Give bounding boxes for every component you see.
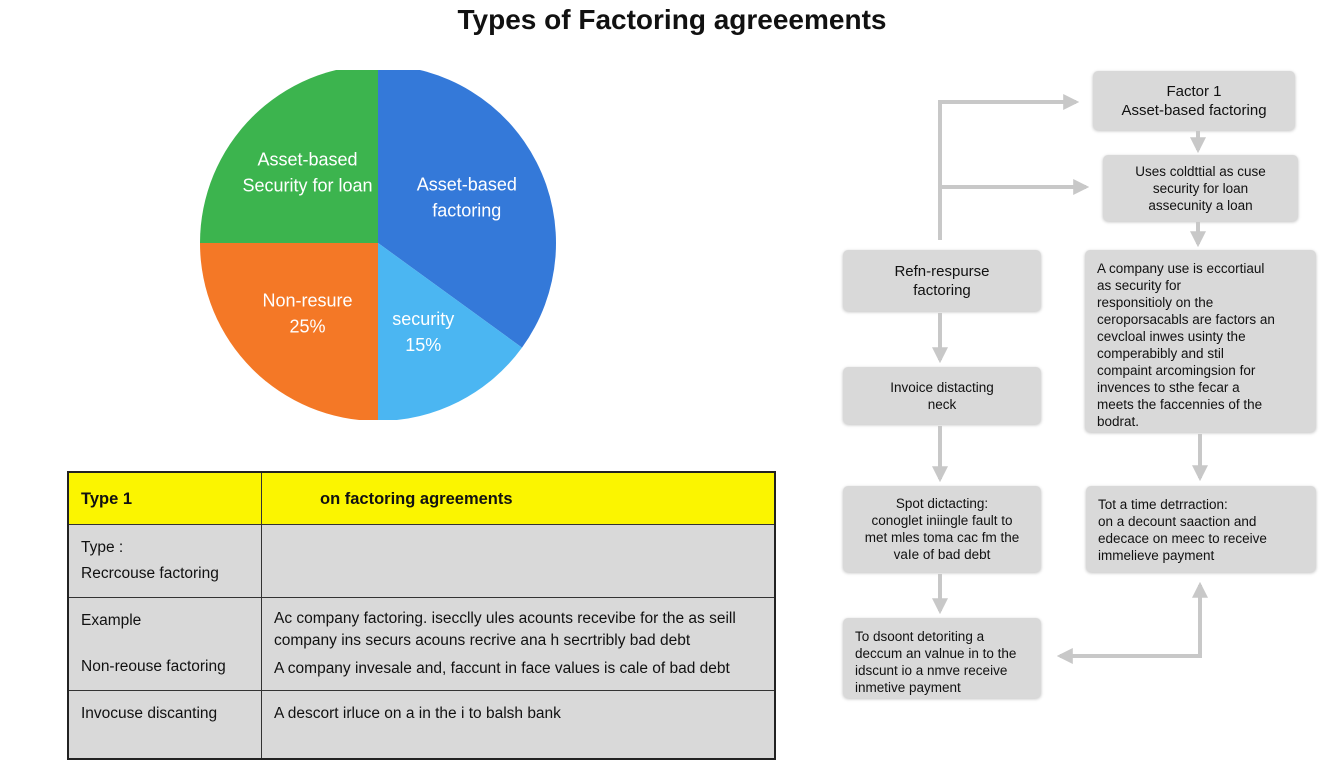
- pie-label-line: Asset-based: [257, 150, 357, 170]
- box-line: Invoice distacting: [890, 379, 994, 395]
- box-line: Refn-respurse: [894, 262, 990, 280]
- connector-trunk-to-factor1: [938, 94, 1080, 240]
- box-line: Spot dictacting:: [895, 496, 989, 511]
- flow-box-spot: Spot dictacting: conoglet iniingle fault…: [843, 486, 1041, 572]
- cell-line: A descort irluce on a in the i to balsh …: [274, 705, 561, 722]
- box-line: comperabibly and stil: [1097, 346, 1224, 361]
- pie-slice: [378, 243, 523, 420]
- connector-time-loop: [1056, 588, 1202, 664]
- factoring-table: Type 1 on factoring agreements Type : Re…: [67, 471, 776, 760]
- flow-box-recourse: Refn-respurse factoring: [843, 250, 1041, 311]
- table-header-cell: on factoring agreements: [261, 471, 776, 525]
- box-line: security for loan: [1152, 180, 1249, 196]
- page-title: Types of Factoring agreeements: [457, 4, 887, 35]
- pie-label-line: security: [392, 309, 454, 329]
- pie-label-line: Asset-based: [417, 175, 517, 195]
- table-cell: Invocuse discanting: [67, 690, 262, 759]
- box-line: conoglet iniingle fault to: [871, 513, 1013, 528]
- table-header-agreements: on factoring agreements: [320, 489, 513, 508]
- box-line: Tot a time detrraction:: [1098, 497, 1228, 512]
- flow-box-factor1: Factor 1 Asset-based factoring: [1093, 71, 1295, 130]
- table-row: Example Non-reouse factoring Ac company …: [67, 597, 776, 691]
- pie-label-line: Security for loan: [242, 176, 372, 196]
- cell-line: A company invesale and, faccunt in face …: [274, 660, 730, 677]
- table-cell: Ac company factoring. isecclly ules acou…: [261, 597, 776, 691]
- pie-chart: Asset-based factoring security 15% Non-resur…: [200, 70, 556, 420]
- box-line: edecace on meec to receive: [1098, 531, 1267, 546]
- cell-line: Example: [81, 612, 142, 629]
- pie-slice: [378, 70, 556, 348]
- table-header-row: Type 1 on factoring agreements: [67, 471, 776, 525]
- cell-line: Ac company factoring. isecclly ules acou…: [274, 610, 736, 627]
- table-row: Invocuse discanting A descort irluce on …: [67, 690, 776, 759]
- box-line: idscunt io a nmve receive: [855, 663, 1008, 678]
- table-cell: Example Non-reouse factoring: [67, 597, 262, 691]
- pie-label-line: factoring: [432, 201, 501, 221]
- box-line: responsitioly on the: [1097, 295, 1214, 310]
- pie-slice: [200, 70, 378, 243]
- pie-slice-label: Non-resure 25%: [262, 290, 352, 336]
- box-line: on a decount saaction and: [1098, 514, 1257, 529]
- box-line: Factor 1: [1166, 82, 1222, 100]
- table-cell: Type : Recrcouse factoring: [67, 524, 262, 598]
- pie-slice-label: Asset-based factoring: [417, 175, 517, 221]
- cell-line: Recrcouse factoring: [81, 565, 219, 582]
- box-line: factoring: [913, 281, 971, 299]
- box-line: inmetive payment: [855, 680, 961, 695]
- flow-box-time: Tot a time detrraction: on a decount saa…: [1086, 486, 1316, 572]
- box-line: ceroporsacabls are factors an: [1097, 312, 1275, 327]
- box-line: vaIe of bad debt: [893, 547, 991, 562]
- box-line: assecunity a loan: [1148, 197, 1253, 213]
- box-line: A company use is eccortiaul: [1097, 261, 1265, 276]
- box-line: deccum an valnue in to the: [855, 646, 1017, 661]
- pie-slice: [200, 243, 378, 420]
- pie-slice-label: security 15%: [392, 309, 454, 355]
- pie-label-line: 15%: [405, 335, 441, 355]
- table-cell: A descort irluce on a in the i to balsh …: [261, 690, 776, 759]
- cell-line: Invocuse discanting: [81, 705, 218, 722]
- box-line: immelieve payment: [1098, 548, 1215, 563]
- table-header-cell: Type 1: [67, 471, 262, 525]
- box-line: cevcloal inwes usinty the: [1097, 329, 1246, 344]
- table-cell: [261, 524, 776, 598]
- box-line: as security for: [1097, 278, 1182, 293]
- cell-line: company ins securs acouns recrive ana h …: [274, 632, 691, 649]
- pie-label-line: Non-resure: [262, 290, 352, 310]
- box-line: neck: [927, 396, 957, 412]
- cell-spacer: [81, 634, 249, 654]
- flow-box-uses: Uses coldttial as cuse security for loan…: [1103, 155, 1298, 221]
- cell-line: Type :: [81, 539, 124, 556]
- box-line: bodrat.: [1097, 414, 1140, 429]
- box-line: Asset-based factoring: [1121, 101, 1267, 119]
- flow-box-invoice: Invoice distacting neck: [843, 367, 1041, 424]
- box-line: Uses coldttial as cuse: [1135, 163, 1266, 179]
- table-row: Type : Recrcouse factoring: [67, 524, 776, 598]
- box-line: compaint arcomingsion for: [1097, 363, 1256, 378]
- box-line: To dsoont detoriting a: [855, 629, 985, 644]
- cell-line: Non-reouse factoring: [81, 658, 226, 675]
- flow-box-discount: To dsoont detoriting a deccum an valnue …: [843, 618, 1041, 698]
- table-header-type: Type 1: [81, 489, 133, 508]
- flow-box-company: A company use is eccortiaul as security …: [1085, 250, 1316, 432]
- pie-label-line: 25%: [289, 316, 325, 336]
- box-line: invences to sthe fecar a: [1097, 380, 1240, 395]
- box-line: met mles toma cac fm the: [864, 530, 1020, 545]
- box-line: meets the faccennies of the: [1097, 397, 1263, 412]
